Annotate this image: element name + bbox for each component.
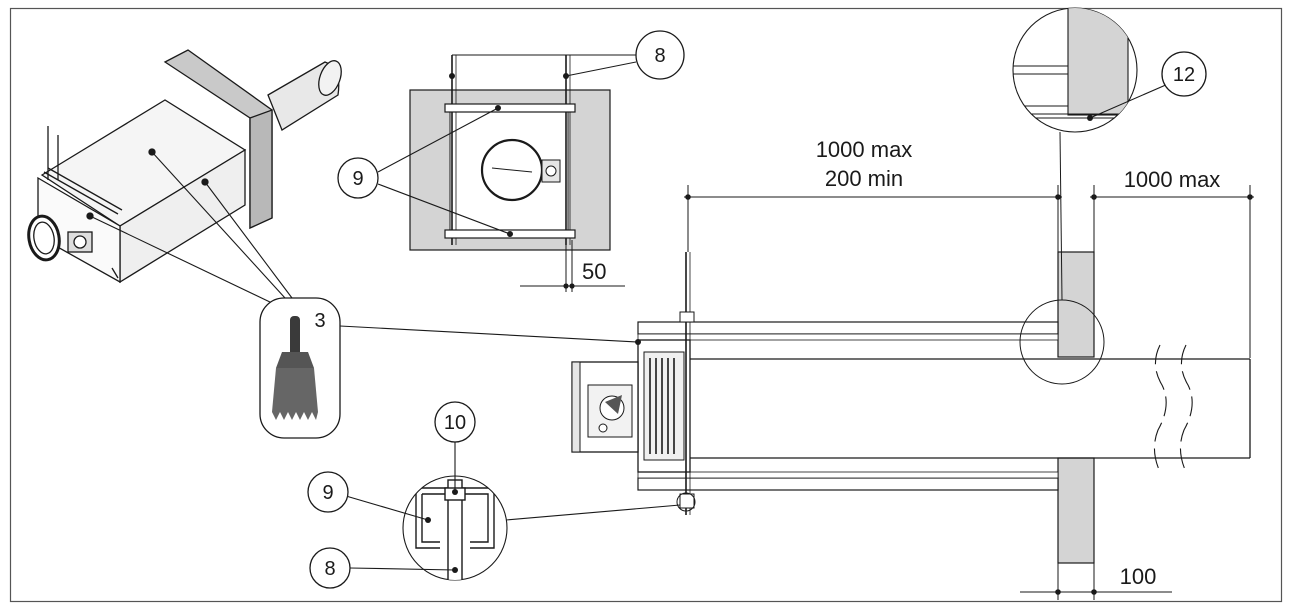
svg-text:8: 8 (654, 45, 665, 67)
dimension-100: 100 (1120, 564, 1157, 589)
svg-text:12: 12 (1173, 64, 1195, 86)
svg-text:9: 9 (322, 482, 333, 504)
plan-view: 50 (409, 55, 625, 292)
leaders-to-brush (89, 151, 639, 343)
callout-12: 12 (1161, 51, 1207, 97)
callout-8-top: 8 (635, 30, 685, 80)
callout-9-plan: 9 (337, 157, 379, 199)
diagram-frame (9, 7, 1283, 603)
brush-icon (272, 316, 318, 420)
svg-text:10: 10 (444, 412, 466, 434)
dimension-span-max: 1000 max (816, 137, 913, 162)
svg-text:8: 8 (324, 558, 335, 580)
svg-text:9: 9 (352, 168, 363, 190)
dimension-wall: 100 (1020, 563, 1172, 600)
callout-3-label: 3 (314, 310, 325, 332)
dimension-50: 50 (582, 259, 606, 284)
callout-9-detail: 9 (307, 471, 349, 513)
side-elevation (571, 251, 1251, 564)
dimension-span-min: 200 min (825, 166, 903, 191)
plan-leaders (377, 54, 637, 235)
dimension-right: 1000 max (1090, 167, 1254, 358)
dimension-right-max: 1000 max (1124, 167, 1221, 192)
detail-12 (1012, 7, 1169, 301)
dimension-span: 1000 max 200 min (684, 137, 1062, 252)
callout-8-detail: 8 (309, 547, 351, 589)
isometric-damper-view (27, 49, 342, 284)
brush-callout: 3 (259, 297, 341, 439)
callout-10: 10 (434, 401, 476, 443)
detail-rod-profile (345, 440, 681, 581)
